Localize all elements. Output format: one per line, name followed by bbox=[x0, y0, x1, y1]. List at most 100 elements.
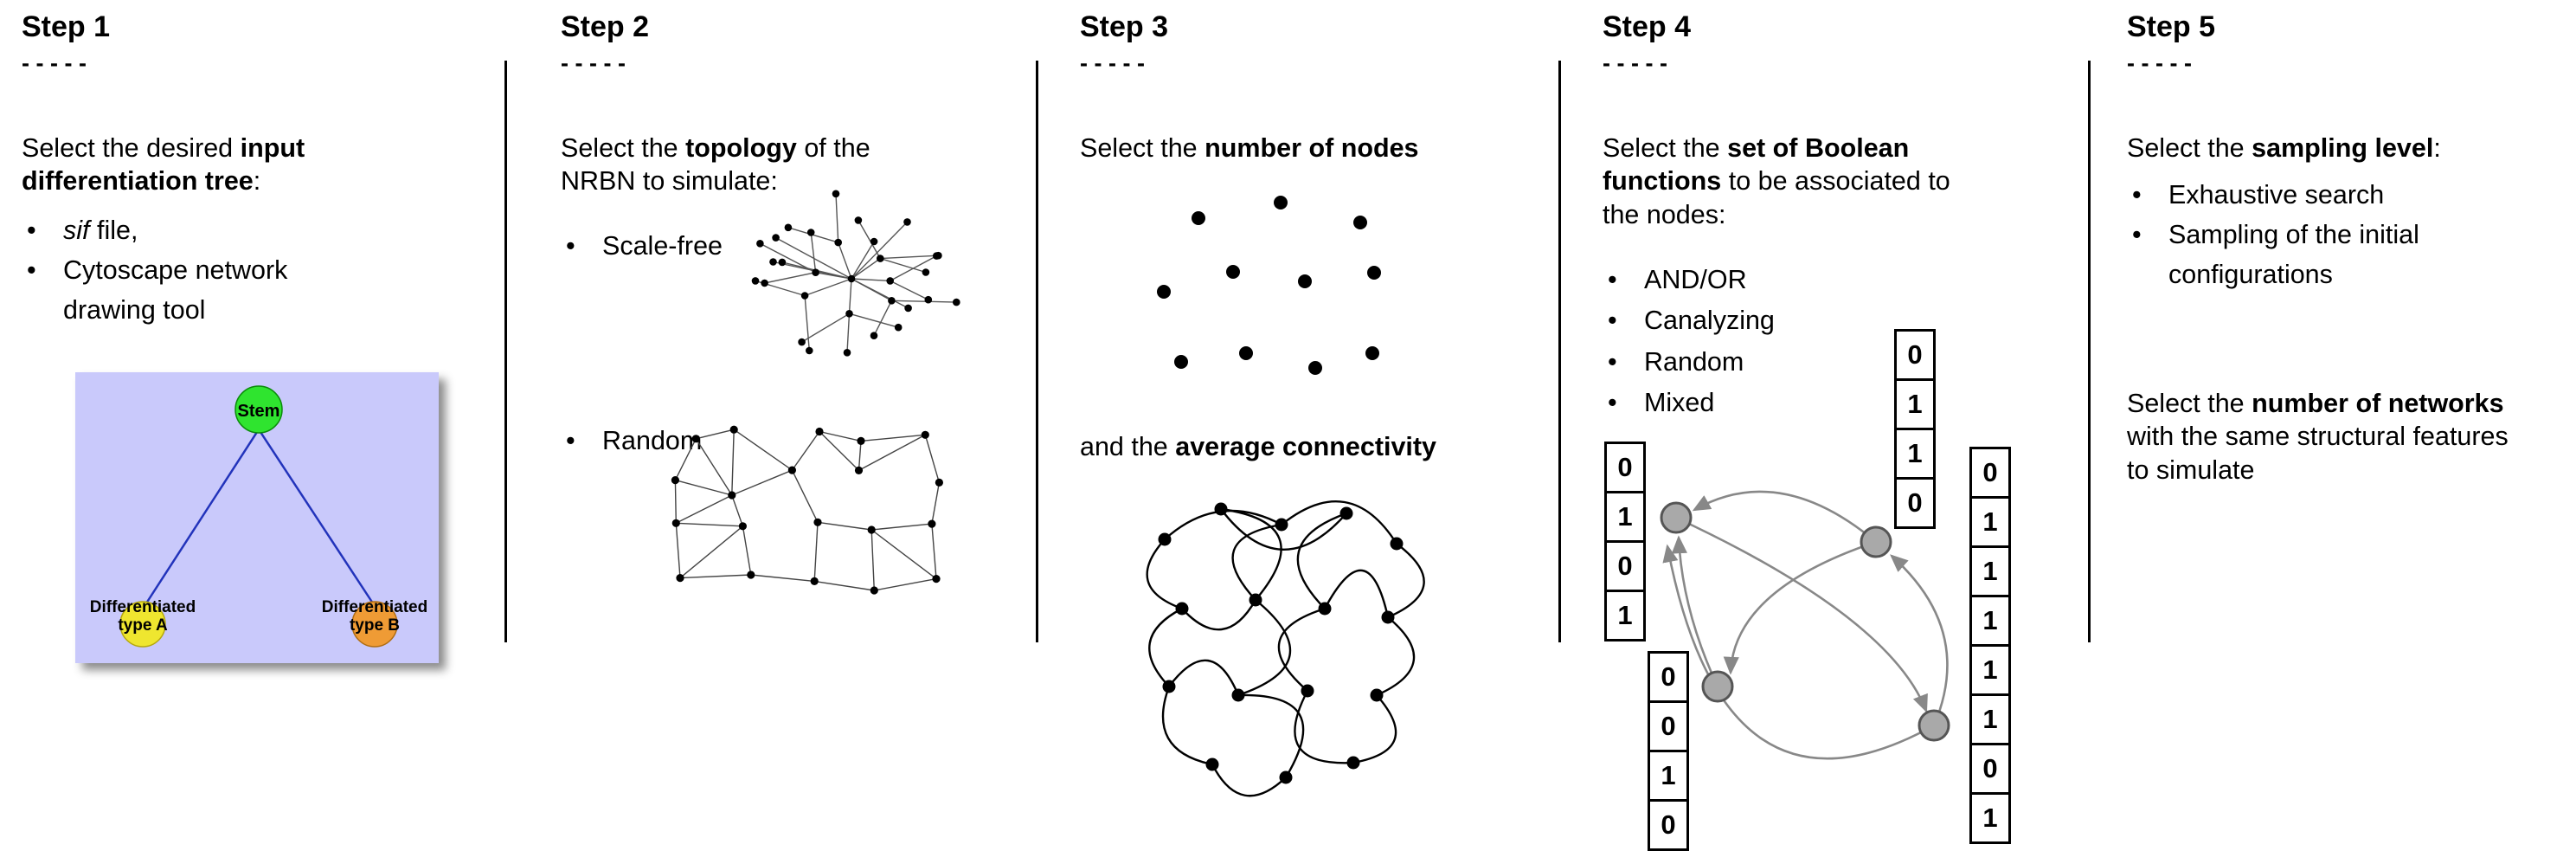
type-a-label-line2: type A bbox=[118, 616, 168, 635]
instruction-bold-text: topology bbox=[685, 133, 797, 163]
bullet-marker bbox=[1604, 260, 1644, 300]
bullet-text: Random bbox=[1644, 346, 1744, 377]
step-4-title: Step 4 bbox=[1603, 10, 1692, 43]
truth-table-cell: 0 bbox=[1894, 329, 1936, 381]
bullet-text: Cytoscape network drawing tool bbox=[63, 255, 288, 325]
instruction-text: : bbox=[2433, 133, 2441, 163]
bullet-marker bbox=[562, 422, 602, 461]
random-network-graphic bbox=[671, 425, 943, 595]
bullet-text: Sampling of the initial configurations bbox=[2168, 219, 2419, 289]
instruction-bold-text: average connectivity bbox=[1175, 432, 1437, 461]
tree-edge bbox=[143, 429, 260, 607]
step-5-column: Step 5 - - - - - Select the sampling lev… bbox=[2127, 0, 2573, 851]
bullet-item: Random bbox=[562, 422, 702, 461]
bullet-text: Random bbox=[602, 426, 703, 455]
type-b-label-line1: Differentiated bbox=[322, 598, 427, 616]
divider-line bbox=[2088, 61, 2091, 642]
step-4-column: Step 4 - - - - - Select the set of Boole… bbox=[1603, 0, 2087, 851]
step-2-dashes: - - - - - bbox=[561, 50, 626, 76]
step-1-instruction: Select the desired input differentiation… bbox=[22, 132, 368, 198]
step-3-dashes: - - - - - bbox=[1080, 50, 1145, 76]
step-4-bullets: AND/OR Canalyzing Random Mixed bbox=[1604, 260, 1775, 423]
instruction-text: and the bbox=[1080, 432, 1176, 461]
truth-table-cell: 0 bbox=[1604, 540, 1646, 592]
bullet-text: Canalyzing bbox=[1644, 306, 1775, 336]
truth-table-cell: 1 bbox=[1604, 491, 1646, 543]
bullet-marker bbox=[23, 251, 63, 291]
step-3-column: Step 3 - - - - - Select the number of no… bbox=[1080, 0, 1556, 851]
stem-node-label: Stem bbox=[238, 402, 280, 421]
bullet-item: AND/OR bbox=[1604, 260, 1775, 300]
bullet-text: Mixed bbox=[1644, 387, 1715, 417]
differentiated-type-b-node bbox=[351, 601, 398, 648]
bullet-item: Scale-free bbox=[562, 227, 723, 267]
type-a-label-line1: Differentiated bbox=[90, 598, 196, 616]
instruction-text: Select the bbox=[1603, 133, 1728, 163]
bullet-marker bbox=[2129, 176, 2168, 216]
bullet-text: Exhaustive search bbox=[2168, 180, 2385, 210]
step-5-instruction-sampling: Select the sampling level: bbox=[2127, 132, 2560, 164]
bullet-item: Cytoscape network drawing tool bbox=[23, 251, 435, 331]
differentiated-type-a-node bbox=[119, 601, 166, 648]
instruction-text: to be associated to the nodes: bbox=[1603, 166, 1950, 229]
instruction-text: with the same structural features to sim… bbox=[2127, 422, 2509, 485]
truth-table-cell: 1 bbox=[1969, 545, 2011, 597]
step-1-dashes: - - - - - bbox=[22, 50, 87, 76]
step-1-bullets: sif file, Cytoscape network drawing tool bbox=[23, 211, 435, 330]
truth-table-cell: 1 bbox=[1969, 693, 2011, 745]
truth-table-cell: 1 bbox=[1894, 428, 1936, 480]
bullet-text-italic: sif bbox=[63, 216, 90, 245]
instruction-text: Select the desired bbox=[22, 133, 241, 163]
instruction-text: of the NRBN to simulate: bbox=[561, 133, 870, 197]
bullet-item: Sampling of the initial configurations bbox=[2129, 216, 2471, 295]
nodes-dots-graphic bbox=[1157, 196, 1381, 375]
step-3-instruction-nodes: Select the number of nodes bbox=[1080, 132, 1564, 164]
instruction-bold-text: sampling level bbox=[2252, 133, 2434, 163]
bullet-item: Random bbox=[1604, 342, 1775, 383]
instruction-bold-text: input differentiation tree bbox=[22, 133, 305, 197]
truth-table-cell: 1 bbox=[1969, 792, 2011, 844]
truth-table-cell: 1 bbox=[1648, 750, 1689, 802]
step-1-column: Step 1 - - - - - Select the desired inpu… bbox=[22, 0, 506, 851]
differentiation-tree-svg: Stem Differentiated type A Differentiate… bbox=[90, 385, 427, 648]
truth-table-cell: 1 bbox=[1969, 496, 2011, 548]
step-5-bullets: Exhaustive search Sampling of the initia… bbox=[2129, 176, 2471, 294]
truth-table-cell: 0 bbox=[1648, 651, 1689, 703]
truth-table-cell: 0 bbox=[1604, 442, 1646, 493]
instruction-bold-text: number of networks bbox=[2252, 389, 2504, 418]
step-4-dashes: - - - - - bbox=[1603, 50, 1667, 76]
step-5-dashes: - - - - - bbox=[2127, 50, 2192, 76]
bullet-text: sif file, bbox=[63, 211, 435, 251]
instruction-bold-text: set of Boolean functions bbox=[1603, 133, 1910, 197]
type-b-label-line2: type B bbox=[350, 616, 400, 635]
bullet-marker bbox=[562, 227, 602, 267]
step-3-title: Step 3 bbox=[1080, 10, 1169, 43]
instruction-bold-text: number of nodes bbox=[1204, 133, 1419, 163]
step-4-instruction: Select the set of Boolean functions to b… bbox=[1603, 132, 1988, 231]
truth-table-cell: 1 bbox=[1604, 590, 1646, 641]
step-3-instruction-connectivity: and the average connectivity bbox=[1080, 430, 1564, 463]
connectivity-network-graphic bbox=[1146, 500, 1425, 797]
stem-node bbox=[234, 385, 283, 434]
bullet-item: sif file, bbox=[23, 211, 435, 251]
boolean-network-graphic bbox=[1660, 490, 1950, 760]
truth-table-cell: 0 bbox=[1969, 743, 2011, 795]
truth-table-cell: 0 bbox=[1648, 700, 1689, 752]
scale-free-network-graphic bbox=[751, 190, 960, 357]
truth-table-cell: 1 bbox=[1894, 378, 1936, 430]
bullet-text: Scale-free bbox=[602, 231, 723, 261]
step-2-title: Step 2 bbox=[561, 10, 650, 43]
bullet-text-rest: file, bbox=[89, 216, 138, 245]
truth-table-cell: 1 bbox=[1969, 644, 2011, 696]
step-2-bullet-random: Random bbox=[562, 422, 702, 461]
tree-edge bbox=[257, 429, 376, 607]
step-5-instruction-networks: Select the number of networks with the s… bbox=[2127, 387, 2529, 487]
divider-line bbox=[504, 61, 507, 642]
instruction-text: Select the bbox=[2127, 389, 2252, 418]
instruction-text: Select the bbox=[1080, 133, 1205, 163]
bullet-marker bbox=[2129, 216, 2168, 255]
bullet-item: Canalyzing bbox=[1604, 300, 1775, 341]
